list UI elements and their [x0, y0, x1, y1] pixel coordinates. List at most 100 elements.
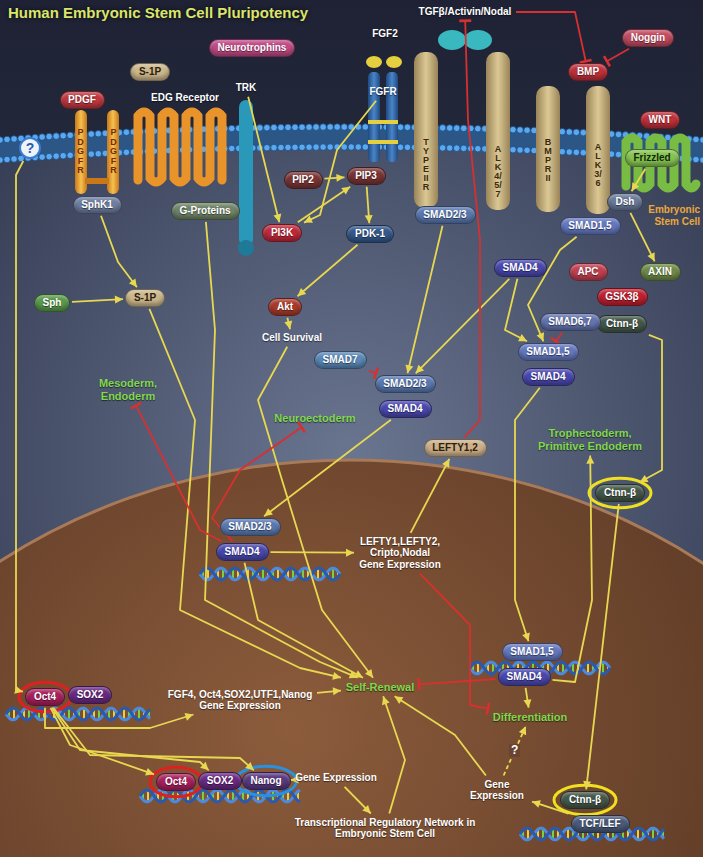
- molecule-pill: SOX2: [68, 686, 112, 704]
- activation-connector: [258, 347, 373, 678]
- lipid-head: [4, 136, 11, 143]
- lipid-head: [475, 145, 482, 152]
- connector-line: [304, 101, 376, 223]
- inhibition-bar: [459, 19, 471, 22]
- connector-line: [16, 161, 23, 692]
- molecule-pill: PDK-1: [346, 225, 394, 243]
- activation-connector: [72, 296, 123, 304]
- connector-line: [53, 708, 254, 771]
- node-text: TCF/LEF: [579, 818, 622, 830]
- tgf-receptor: [414, 30, 510, 210]
- lipid-head: [88, 131, 95, 138]
- molecule-pill: TCF/LEF: [571, 815, 630, 833]
- nucleus: [0, 460, 703, 857]
- pathway-label: FGF4, Oct4,SOX2,UTF1,Nanog Gene Expressi…: [165, 688, 315, 713]
- lipid-head: [397, 144, 404, 151]
- arrow-head: [519, 726, 526, 735]
- molecule-pill: PIP3: [347, 167, 386, 185]
- activation-connector: [395, 696, 486, 775]
- molecule-pill: SMAD2/3: [375, 375, 436, 393]
- arrow-head: [532, 800, 541, 808]
- node-text: ALK 3/6: [594, 143, 603, 188]
- lipid-head: [306, 144, 313, 151]
- node-text: Transcriptional Regulatory Network in Em…: [282, 817, 488, 840]
- activation-connector: [515, 388, 540, 642]
- activation-connector: [325, 174, 345, 182]
- lipid-head: [341, 124, 348, 131]
- arrow-head: [341, 187, 350, 195]
- arrow-head: [129, 278, 137, 287]
- molecule-pill: Noggin: [622, 29, 674, 47]
- lipid-head: [524, 127, 531, 134]
- node-text: LEFTY1,LEFTY2, Cripto,Nodal Gene Express…: [358, 536, 442, 571]
- molecule-pill: GSK3β: [597, 288, 648, 306]
- arrow-head: [274, 214, 282, 223]
- annotation-label: Embryonic Stem Cell: [640, 204, 700, 227]
- node-text: Mesoderm, Endoderm: [92, 377, 164, 402]
- connector-line: [420, 573, 488, 708]
- molecule-pill: Neurotrophins: [209, 39, 295, 57]
- highlight-rings: [19, 478, 651, 815]
- node-text: Oct4: [33, 691, 57, 703]
- activation-connector: [411, 459, 450, 533]
- node-text: SMAD1,5: [510, 646, 555, 658]
- arrow-head: [333, 687, 341, 695]
- node-text: SMAD4: [530, 371, 567, 383]
- lipid-head: [348, 144, 355, 151]
- node-text: PDK-1: [354, 228, 386, 240]
- node-text: SOX2: [206, 775, 234, 787]
- lipid-head: [313, 144, 320, 151]
- lipid-head: [67, 132, 74, 139]
- lipid-head: [292, 144, 299, 151]
- inhibition-connector: [419, 678, 496, 690]
- connector-line: [516, 12, 586, 61]
- activation-connector: [298, 187, 350, 223]
- node-text: Cell Survival: [261, 332, 323, 344]
- node-text: SMAD4: [506, 671, 543, 683]
- connector-line: [504, 726, 526, 775]
- molecule-pill: Ctnn-β: [560, 791, 610, 809]
- lipid-head: [285, 124, 292, 131]
- lipid-head: [615, 131, 622, 138]
- node-text: Ctnn-β: [603, 487, 637, 499]
- lipid-head: [566, 149, 573, 156]
- bmp-receptor: [536, 86, 610, 214]
- connector-line: [271, 551, 355, 553]
- node-text: Frizzled: [633, 152, 672, 164]
- lipid-head: [0, 137, 3, 144]
- pathway-label: Gene Expression: [464, 778, 530, 803]
- lipid-head: [278, 144, 285, 151]
- lipid-head: [439, 125, 446, 132]
- arrow-head: [362, 805, 370, 814]
- edge-label: ?: [509, 744, 520, 757]
- node-text: PDGFR: [109, 128, 118, 175]
- lipid-head: [60, 152, 67, 159]
- lipid-head: [510, 126, 517, 133]
- question-circle: ?: [19, 137, 41, 159]
- lipid-head: [299, 144, 306, 151]
- activation-connector: [248, 97, 281, 223]
- activation-connector: [416, 279, 510, 374]
- activation-connector: [245, 563, 364, 678]
- node-text: AXIN: [648, 266, 673, 278]
- molecule-pill: SMAD4: [379, 400, 432, 418]
- lipid-head: [327, 124, 334, 131]
- lipid-head: [693, 136, 700, 143]
- node-text: EDG Receptor: [151, 92, 220, 104]
- lipid-head: [566, 129, 573, 136]
- lipid-head: [46, 153, 53, 160]
- activation-connector: [149, 309, 341, 680]
- arrow-head: [405, 365, 413, 374]
- lipid-head: [439, 145, 446, 152]
- dna-rung: [202, 790, 204, 802]
- node-text: LEFTY1,2: [432, 442, 479, 454]
- lipid-head: [271, 124, 278, 131]
- arrow-head: [518, 334, 527, 341]
- node-text: FGFR: [369, 86, 398, 98]
- molecule-pill: SMAD4: [522, 368, 575, 386]
- frizzled-receptor: [626, 138, 696, 188]
- activation-connector: [317, 687, 341, 695]
- node-text: Gene Expression: [466, 779, 528, 802]
- molecule-pill: Nanog: [242, 772, 291, 790]
